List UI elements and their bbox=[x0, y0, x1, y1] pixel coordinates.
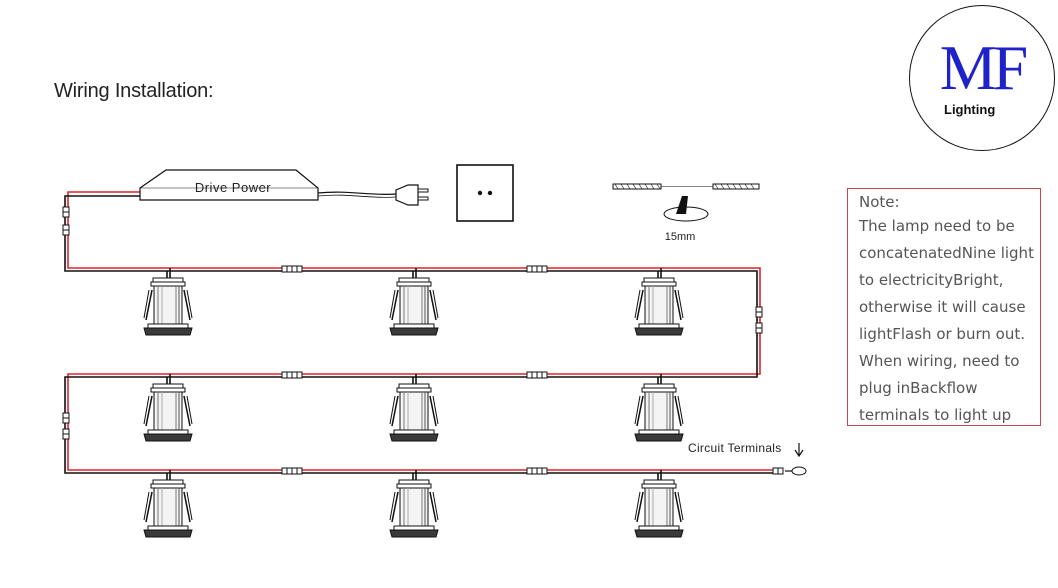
note-box: Note: The lamp need to be concatenatedNi… bbox=[847, 188, 1041, 426]
logo-sub: Lighting bbox=[944, 102, 996, 117]
note-line: plug inBackflow bbox=[859, 379, 978, 397]
logo-mark: MF bbox=[939, 32, 1029, 103]
note-line: terminals to light up bbox=[859, 406, 1012, 424]
note-line: concatenatedNine light bbox=[859, 244, 1034, 262]
downlight-icon bbox=[143, 277, 684, 538]
page-title: Wiring Installation: bbox=[54, 80, 214, 102]
ceiling-cutout-icon: 15mm bbox=[612, 183, 760, 243]
note-heading: Note: bbox=[859, 193, 900, 211]
note-line: otherwise it will cause bbox=[859, 298, 1026, 316]
note-line: lightFlash or burn out. bbox=[859, 325, 1025, 343]
drive-power-box: Drive Power bbox=[139, 169, 319, 201]
cutout-label: 15mm bbox=[665, 231, 696, 243]
circuit-terminal-end bbox=[785, 466, 807, 476]
note-line: The lamp need to be bbox=[859, 217, 1015, 235]
arrow-down-icon bbox=[794, 443, 804, 458]
drive-power-label: Drive Power bbox=[195, 180, 271, 195]
wall-socket-icon bbox=[456, 164, 514, 222]
plug-icon bbox=[395, 184, 429, 206]
circuit-terminals-label: Circuit Terminals bbox=[688, 441, 782, 455]
mf-lighting-logo: MF Lighting bbox=[909, 5, 1055, 151]
note-line: When wiring, need to bbox=[859, 352, 1020, 370]
note-line: to electricityBright, bbox=[859, 271, 1004, 289]
